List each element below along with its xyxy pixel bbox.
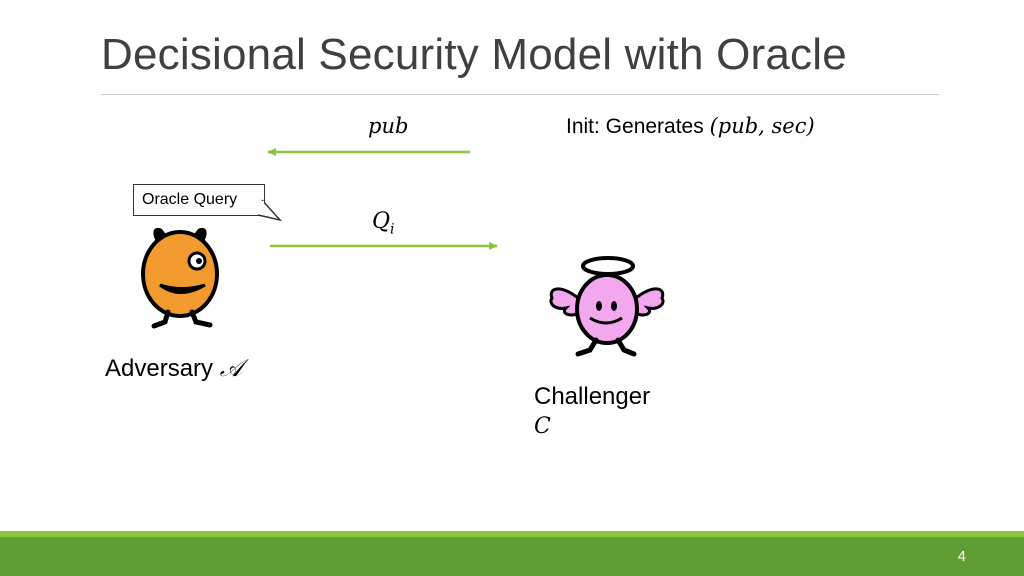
query-label-sub: i <box>390 221 395 238</box>
adversary-text: Adversary <box>105 355 220 382</box>
init-math: (pub, sec) <box>709 114 815 138</box>
oracle-query-callout: Oracle Query <box>133 184 265 216</box>
challenger-label: Challenger <box>534 383 651 410</box>
title-divider <box>101 94 939 95</box>
init-prefix: Init: Generates <box>566 115 710 138</box>
query-label-main: Q <box>372 209 391 234</box>
adversary-symbol: 𝒜 <box>219 354 243 382</box>
init-label: Init: Generates (pub, sec) <box>566 114 815 139</box>
footer-accent-strip <box>0 531 1024 537</box>
footer-bar <box>0 537 1024 576</box>
page-number: 4 <box>957 548 966 565</box>
slide-title: Decisional Security Model with Oracle <box>101 30 847 79</box>
query-label: Qi <box>372 209 395 237</box>
challenger-symbol: C <box>534 414 551 439</box>
adversary-label: Adversary 𝒜 <box>105 354 242 383</box>
pub-label: pub <box>368 114 409 138</box>
